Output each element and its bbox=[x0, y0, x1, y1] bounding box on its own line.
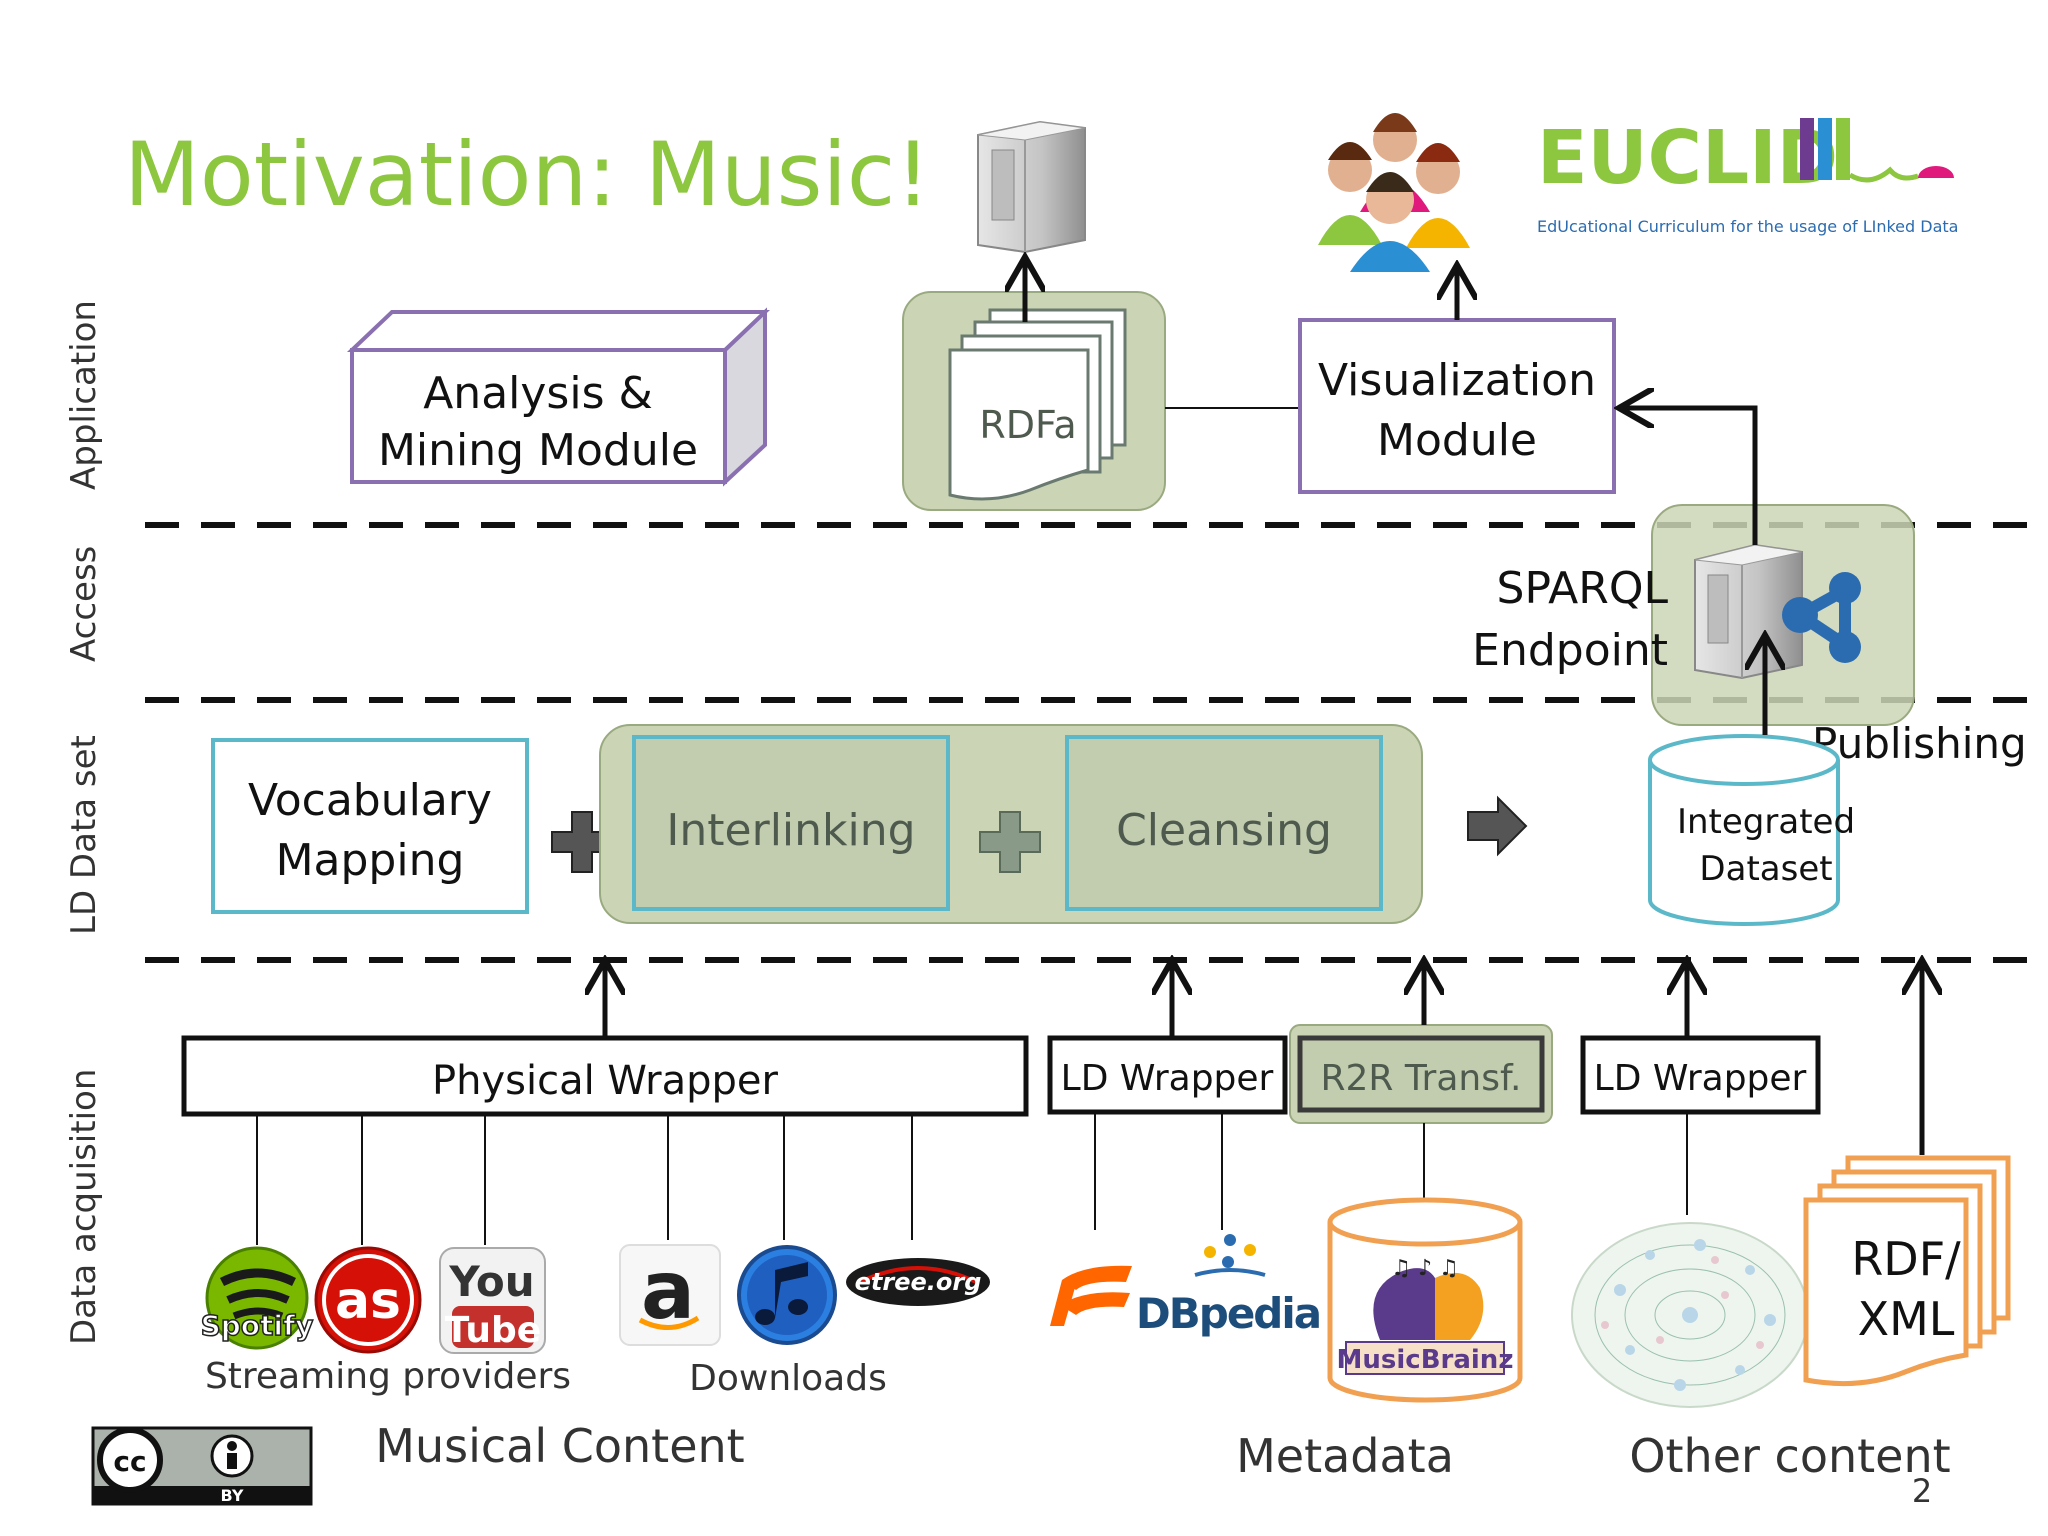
musicbrainz-label: MusicBrainz bbox=[1337, 1345, 1514, 1375]
sparql-label-2: Endpoint bbox=[1472, 625, 1668, 676]
dbpedia-logo: DBpedia bbox=[1136, 1234, 1322, 1338]
cc-by-license-badge: cc BY bbox=[91, 1426, 313, 1506]
freebase-logo bbox=[1050, 1265, 1132, 1326]
layer-label-ld-dataset: LD Data set bbox=[64, 735, 104, 935]
amazon-logo: a bbox=[619, 1244, 721, 1346]
dbpedia-label: DBpedia bbox=[1136, 1289, 1320, 1338]
interlinking-label: Interlinking bbox=[666, 805, 915, 856]
caption-other-content: Other content bbox=[1629, 1429, 1950, 1483]
rdf-xml-label-2: XML bbox=[1858, 1292, 1955, 1346]
youtube-label-top: You bbox=[448, 1257, 534, 1306]
ld-wrapper-label-1: LD Wrapper bbox=[1061, 1058, 1274, 1099]
layer-label-data-acquisition: Data acquisition bbox=[64, 1069, 104, 1345]
rdf-xml-label-1: RDF/ bbox=[1851, 1232, 1961, 1286]
r2r-transf-label: R2R Transf. bbox=[1320, 1058, 1521, 1099]
cc-icon: cc bbox=[113, 1445, 146, 1478]
plus-icon bbox=[979, 811, 1041, 873]
arrow-sparql-to-visualization bbox=[1624, 408, 1758, 545]
etree-logo: etree.org bbox=[846, 1258, 990, 1306]
visualization-module: Visualization Module bbox=[1298, 318, 1616, 494]
ld-wrapper-label-2: LD Wrapper bbox=[1594, 1058, 1807, 1099]
musicbrainz-cylinder: ♫ ♪ ♫ MusicBrainz bbox=[1327, 1197, 1523, 1403]
vocabulary-mapping-box: Vocabulary Mapping bbox=[211, 738, 529, 914]
lastfm-label: as bbox=[335, 1271, 401, 1331]
spotify-logo: Spotify bbox=[200, 1246, 314, 1350]
visualization-label-1: Visualization bbox=[1318, 355, 1596, 406]
analysis-mining-label-1: Analysis & bbox=[423, 368, 653, 419]
ld-wrapper-box-1: LD Wrapper bbox=[1047, 1035, 1288, 1115]
interlinking-box bbox=[632, 735, 950, 911]
server-icon bbox=[977, 120, 1086, 254]
caption-metadata: Metadata bbox=[1236, 1429, 1454, 1483]
rdf-xml-document: RDF/ XML bbox=[1803, 1155, 2011, 1387]
caption-streaming-providers: Streaming providers bbox=[205, 1356, 571, 1397]
plus-icon bbox=[551, 811, 613, 873]
music-notes-icon: ♫ ♪ ♫ bbox=[1391, 1256, 1458, 1281]
share-network-icon bbox=[1782, 572, 1861, 663]
sparql-label-1: SPARQL bbox=[1497, 563, 1669, 614]
users-icon bbox=[1318, 113, 1470, 272]
integrated-label-2: Dataset bbox=[1699, 849, 1832, 889]
page-number: 2 bbox=[1912, 1472, 1932, 1510]
visualization-label-2: Module bbox=[1377, 415, 1537, 466]
layer-label-access: Access bbox=[64, 546, 104, 662]
integrated-dataset: Integrated Dataset bbox=[1648, 734, 1855, 926]
r2r-transf-box: R2R Transf. bbox=[1289, 1024, 1553, 1124]
interlinking-cleansing-group: Interlinking Cleansing bbox=[599, 724, 1423, 924]
attribution-person-icon bbox=[210, 1434, 254, 1478]
euclid-logo: EUCLID EdUcational Curriculum for the us… bbox=[1537, 115, 1958, 236]
sparql-endpoint: SPARQL Endpoint bbox=[1472, 504, 1915, 726]
spotify-label: Spotify bbox=[201, 1309, 314, 1342]
youtube-logo: You Tube bbox=[439, 1247, 546, 1354]
integrated-label-1: Integrated bbox=[1677, 802, 1855, 842]
physical-wrapper-box: Physical Wrapper bbox=[181, 1035, 1029, 1117]
itunes-logo bbox=[737, 1245, 837, 1345]
etree-label: etree.org bbox=[855, 1268, 982, 1296]
physical-wrapper-label: Physical Wrapper bbox=[432, 1058, 779, 1104]
cc-by-label: BY bbox=[221, 1486, 244, 1505]
layer-label-application: Application bbox=[64, 300, 104, 490]
vocabulary-label-1: Vocabulary bbox=[248, 775, 492, 826]
publishing-label: Publishing bbox=[1812, 719, 2027, 768]
lod-cloud-icon bbox=[1571, 1222, 1809, 1408]
ld-wrapper-box-2: LD Wrapper bbox=[1580, 1035, 1821, 1115]
brain-icon bbox=[1373, 1268, 1484, 1340]
cleansing-label: Cleansing bbox=[1116, 805, 1332, 856]
rdfa-box: RDFa bbox=[902, 291, 1166, 511]
euclid-logo-text: EUCLID bbox=[1537, 115, 1838, 201]
caption-musical-content: Musical Content bbox=[375, 1419, 744, 1473]
rdfa-label: RDFa bbox=[979, 403, 1076, 447]
analysis-mining-label-2: Mining Module bbox=[378, 425, 698, 476]
vocabulary-label-2: Mapping bbox=[276, 835, 465, 886]
cleansing-box bbox=[1065, 735, 1383, 911]
arrow-right-icon bbox=[1467, 795, 1528, 857]
books-icon bbox=[1800, 118, 1954, 183]
analysis-mining-module: Analysis & Mining Module bbox=[346, 307, 771, 487]
source-connectors bbox=[256, 1112, 1688, 1245]
lastfm-logo: as bbox=[314, 1246, 422, 1354]
caption-downloads: Downloads bbox=[689, 1358, 887, 1399]
youtube-label-bottom: Tube bbox=[445, 1310, 541, 1351]
euclid-logo-subtitle: EdUcational Curriculum for the usage of … bbox=[1537, 217, 1958, 236]
page-title: Motivation: Music! bbox=[124, 123, 931, 226]
